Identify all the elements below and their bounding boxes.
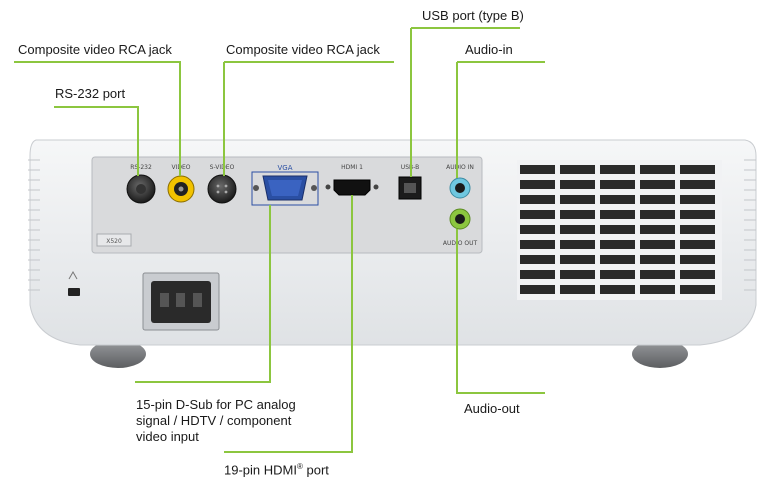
callout-composite-1: Composite video RCA jack: [18, 42, 172, 57]
leader-dsub: [135, 205, 271, 383]
panel-label-audio-in: AUDIO IN: [446, 164, 474, 171]
callout-dsub-line-3: video input: [136, 429, 199, 444]
panel-label-audio-out: AUDIO OUT: [443, 240, 478, 247]
leader-hdmi: [224, 195, 353, 453]
hdmi-port-icon: [333, 179, 371, 196]
callout-dsub: 15-pin D-Sub for PC analog signal / HDTV…: [136, 397, 336, 445]
panel-label-svideo: S-VIDEO: [210, 164, 235, 171]
left-foot: [90, 340, 146, 368]
panel-label-vga: VGA: [277, 164, 292, 172]
vent-grille: [517, 160, 722, 300]
left-vent-ribs: [28, 159, 40, 291]
callout-dsub-line-1: 15-pin D-Sub for PC analog: [136, 397, 296, 412]
panel-label-video: VIDEO: [171, 164, 190, 171]
kensington-lock-icon: [68, 288, 80, 296]
callout-usb: USB port (type B): [422, 8, 524, 23]
callout-hdmi-text: 19-pin HDMI: [224, 462, 297, 478]
panel-label-rs232: RS-232: [130, 164, 152, 171]
right-vent-ribs: [744, 159, 756, 291]
callout-audio-out: Audio-out: [464, 401, 520, 416]
leader-lines: [14, 27, 545, 453]
panel-label-hdmi: HDMI 1: [341, 164, 363, 171]
model-label: [96, 233, 132, 247]
leader-rs232: [54, 106, 139, 176]
vga-bracket: [251, 171, 319, 206]
callout-hdmi: 19-pin HDMI® port: [224, 459, 329, 478]
callout-composite-2: Composite video RCA jack: [226, 42, 380, 57]
callout-audio-in: Audio-in: [465, 42, 513, 57]
leader-audio-out: [456, 229, 545, 394]
callout-hdmi-suffix: port: [302, 462, 329, 478]
callout-hdmi-registered: ®: [296, 462, 303, 471]
model-label-text: X520: [106, 238, 122, 245]
right-foot: [632, 340, 688, 368]
svideo-port-icon: [207, 174, 237, 204]
leader-composite-1: [14, 61, 181, 176]
callout-dsub-line-2: signal / HDTV / component: [136, 413, 292, 428]
callout-rs232: RS-232 port: [55, 86, 126, 101]
